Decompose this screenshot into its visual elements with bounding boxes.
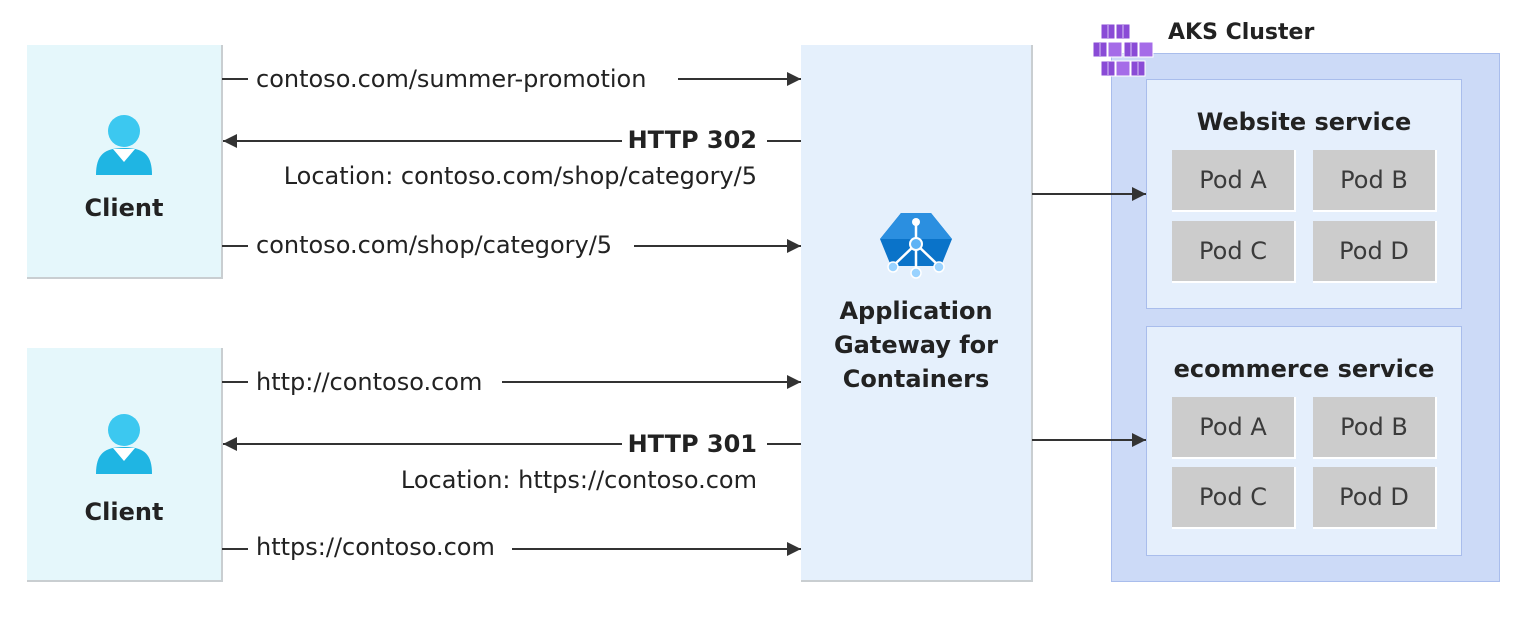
- bottom-request1-label: http://contoso.com: [256, 368, 483, 396]
- ecommerce-pod-c: Pod C: [1172, 467, 1296, 529]
- website-pod-d: Pod D: [1313, 221, 1437, 283]
- person-icon-bottom: [96, 414, 152, 474]
- bottom-response-status: HTTP 301: [627, 430, 757, 458]
- bottom-response-location: Location: https://contoso.com: [400, 466, 757, 494]
- website-service-title: Website service: [1196, 108, 1412, 136]
- ecommerce-service-title: ecommerce service: [1173, 355, 1435, 383]
- top-response-status: HTTP 302: [627, 126, 757, 154]
- top-response-location: Location: contoso.com/shop/category/5: [283, 162, 757, 190]
- gateway-title-line3: Containers: [842, 365, 990, 393]
- client-label-top: Client: [84, 194, 164, 222]
- gateway-box: [801, 45, 1033, 582]
- aks-cluster-title: AKS Cluster: [1168, 20, 1315, 45]
- ecommerce-pod-a: Pod A: [1172, 397, 1296, 459]
- gateway-title: Application Gateway for Containers: [803, 294, 1029, 396]
- gateway-title-line2: Gateway for: [833, 331, 999, 359]
- website-pod-a: Pod A: [1172, 150, 1296, 212]
- website-pod-b: Pod B: [1313, 150, 1437, 212]
- gateway-icon: [880, 213, 952, 279]
- ecommerce-pod-b: Pod B: [1313, 397, 1437, 459]
- aks-icon-highlights: [1099, 25, 1139, 75]
- top-request1-label: contoso.com/summer-promotion: [256, 65, 647, 93]
- person-icon-top: [96, 115, 152, 175]
- gateway-title-line1: Application: [839, 297, 993, 325]
- bottom-request2-label: https://contoso.com: [256, 533, 495, 561]
- top-request2-label: contoso.com/shop/category/5: [256, 231, 613, 259]
- website-pod-c: Pod C: [1172, 221, 1296, 283]
- ecommerce-pod-d: Pod D: [1313, 467, 1437, 529]
- client-label-bottom: Client: [84, 498, 164, 526]
